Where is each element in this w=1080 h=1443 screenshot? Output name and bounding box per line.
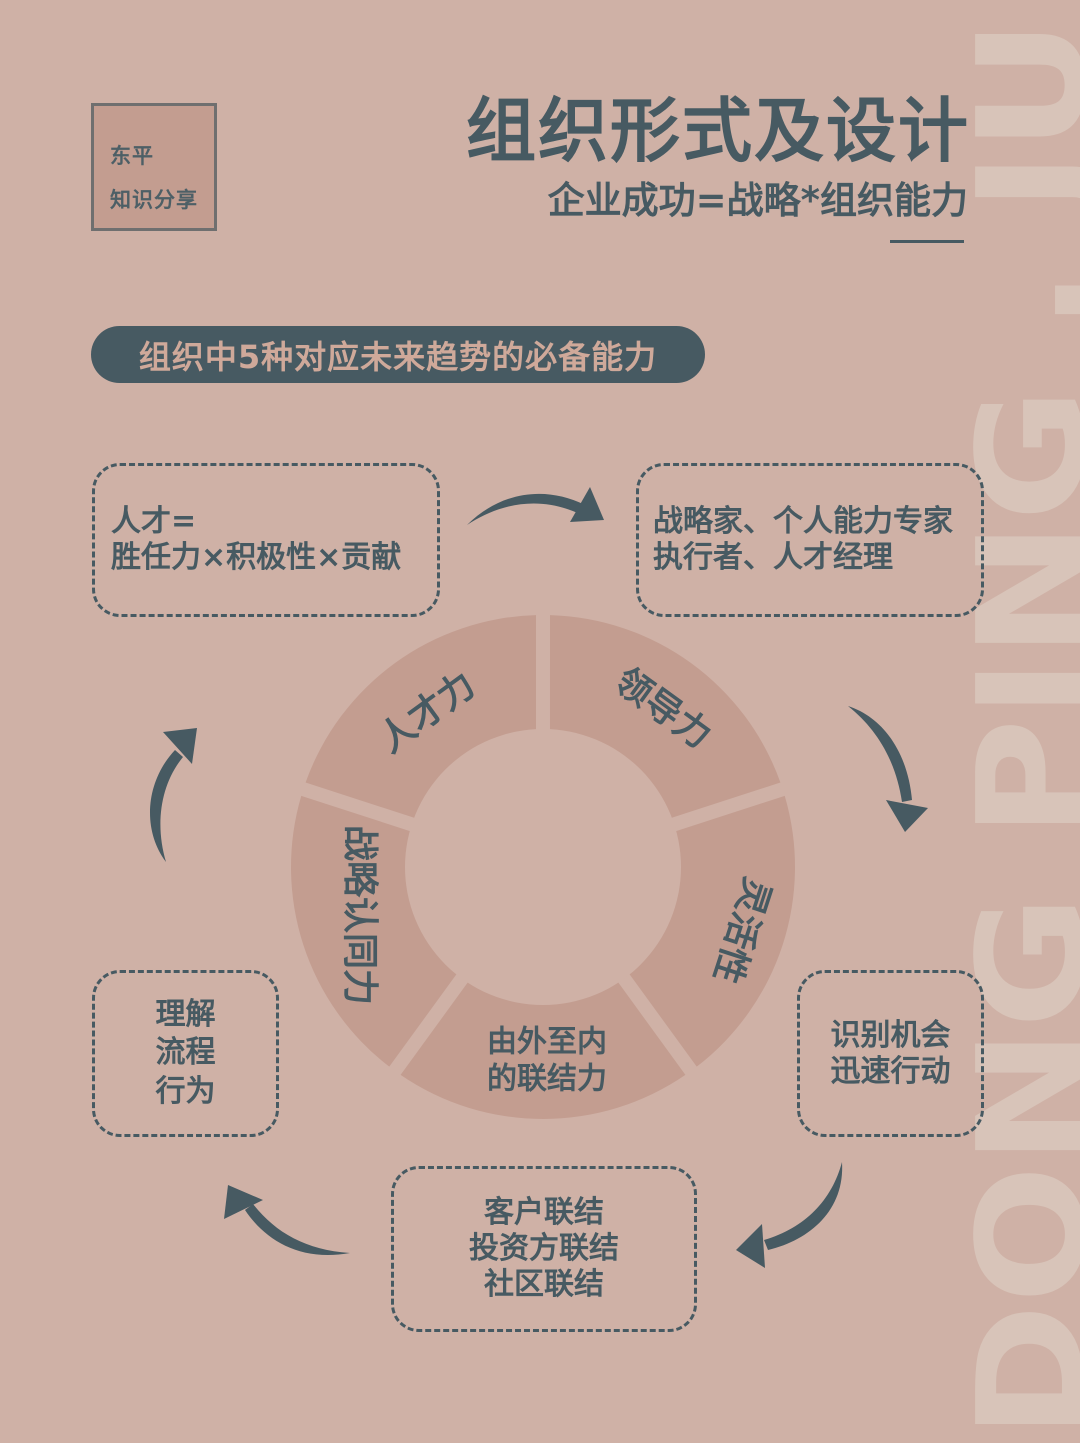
arrow-up-icon	[150, 728, 197, 862]
ring-segments	[291, 615, 795, 1119]
talent-formula-line2: 胜任力×积极性×贡献	[111, 540, 402, 575]
talent-formula-line1: 人才=	[111, 504, 197, 539]
agility-opportunity-line1: 识别机会	[830, 1017, 951, 1053]
agility-opportunity-box: 识别机会 迅速行动	[797, 970, 984, 1137]
watermark-text: DONG PING . JU	[946, 0, 1080, 1439]
section-heading-pill: 组织中5种对应未来趋势的必备能力	[91, 326, 705, 383]
ring-segment-leadership	[549, 615, 781, 827]
section-heading: 组织中5种对应未来趋势的必备能力	[138, 337, 658, 376]
leadership-roles-line2: 执行者、人才经理	[653, 540, 893, 575]
ring-segment-strategy	[291, 795, 473, 1067]
page-subtitle: 企业成功=战略*组织能力	[547, 179, 968, 222]
ring-segment-connection	[400, 959, 686, 1119]
arrow-right-icon	[467, 487, 604, 525]
segment-label-agility: 灵活性	[705, 873, 777, 988]
watermark-label: DONG PING . JU	[965, 19, 1080, 1439]
strategy-process-line3: 行为	[155, 1073, 216, 1109]
ring-segment-agility	[613, 795, 795, 1067]
talent-formula-box: 人才= 胜任力×积极性×贡献	[92, 463, 440, 617]
leadership-roles-box: 战略家、个人能力专家 执行者、人才经理	[636, 463, 984, 617]
connection-types-box: 客户联结 投资方联结 社区联结	[391, 1166, 697, 1332]
strategy-process-line2: 流程	[155, 1035, 216, 1071]
strategy-process-box: 理解 流程 行为	[92, 970, 279, 1137]
connection-types-line1: 客户联结	[484, 1195, 604, 1230]
segment-label-strategy: 战略认同力	[339, 825, 380, 1005]
agility-opportunity-line2: 迅速行动	[830, 1053, 951, 1089]
segment-label-connection-line2: 的联结力	[487, 1062, 607, 1097]
brand-tagline: 知识分享	[110, 188, 198, 212]
segment-label-connection-line1: 由外至内	[487, 1025, 607, 1060]
page-title: 组织形式及设计	[466, 90, 970, 172]
leadership-roles-line1: 战略家、个人能力专家	[653, 504, 953, 539]
strategy-process-line1: 理解	[155, 996, 216, 1032]
title-divider	[890, 240, 964, 243]
connection-types-line2: 投资方联结	[469, 1231, 619, 1266]
brand-name: 东平	[110, 144, 154, 168]
segment-label-talent: 人才力	[371, 664, 482, 761]
connection-types-line3: 社区联结	[484, 1267, 604, 1302]
arrow-down-icon	[848, 706, 928, 832]
ring-center	[405, 729, 681, 1005]
arrow-down-left-icon	[736, 1162, 843, 1268]
segment-label-leadership: 领导力	[607, 660, 718, 757]
ring-segment-talent	[305, 615, 537, 827]
brand-logo-box: 东平 知识分享	[91, 103, 217, 231]
arrow-up-left-icon	[224, 1185, 350, 1256]
